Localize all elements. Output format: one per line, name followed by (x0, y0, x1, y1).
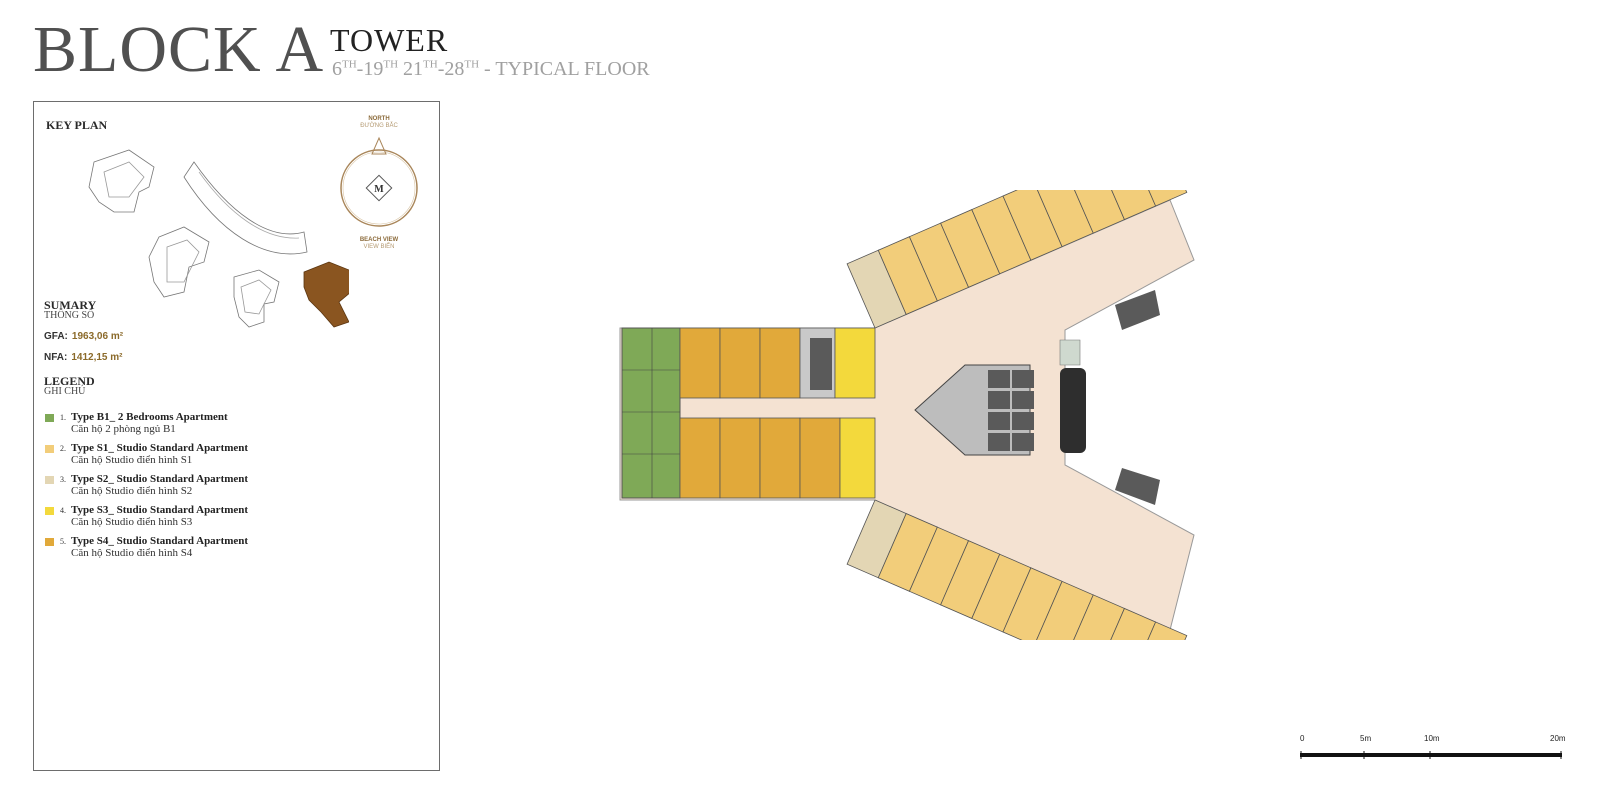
keyplan-block-detail (240, 279, 272, 315)
legend-item: 5. Type S4_ Studio Standard Apartment Că… (45, 535, 425, 565)
stair-core (810, 338, 832, 390)
legend-heading: LEGEND (44, 374, 95, 388)
legend-item: 4. Type S3_ Studio Standard Apartment Că… (45, 504, 425, 534)
summary-heading: SUMARY (44, 298, 97, 312)
unit-s1 (1064, 190, 1125, 234)
keyplan-block-detail (103, 161, 145, 198)
tower-title: TOWER (330, 22, 449, 58)
keyplan-block (88, 149, 155, 213)
scale-tick-label: 0 (1300, 734, 1305, 743)
unit-s4 (679, 327, 721, 399)
legend-swatch (45, 445, 54, 453)
keyplan-block-detail (166, 239, 200, 283)
scale-bar: 0 5m 10m 20m (1300, 734, 1570, 765)
scale-tick-label: 5m (1360, 734, 1372, 743)
compass-north-label: NORTH (368, 116, 390, 122)
summary-subheading: THÔNG SỐ (44, 310, 95, 321)
legend-item: 1. Type B1_ 2 Bedrooms Apartment Căn hộ … (45, 411, 425, 441)
south-wing-units (846, 499, 1188, 640)
elevator-shaft (988, 391, 1010, 409)
service-elevator-bank (1060, 368, 1086, 453)
legend-subheading: GHI CHÚ (44, 386, 86, 397)
compass-beach-vi-label: VIEW BIỂN (363, 244, 395, 250)
scale-bar-line (1300, 751, 1562, 759)
stair-core (1115, 468, 1160, 505)
keyplan-block (233, 269, 280, 328)
compass-icon: M (340, 136, 418, 227)
legend-swatch (45, 414, 54, 422)
unit-s3 (834, 327, 876, 399)
legend-swatch (45, 476, 54, 484)
unit-b1 (621, 327, 681, 499)
legend-item: 3. Type S2_ Studio Standard Apartment Că… (45, 473, 425, 503)
unit-s1 (1096, 190, 1157, 221)
unit-s4 (679, 417, 721, 499)
scale-tick-label: 10m (1424, 734, 1440, 743)
compass-north-vi-label: ĐƯỜNG BẮC (360, 123, 398, 129)
keyplan-curved-block (183, 161, 308, 255)
compass-beach-label: BEACH VIEW (359, 237, 399, 243)
unit-s1 (1127, 621, 1188, 640)
legend-swatch (45, 507, 54, 515)
block-title: BLOCK A (33, 13, 325, 86)
keyplan-curve-detail (198, 171, 300, 239)
keyplan-block-a-highlight (303, 261, 349, 328)
elevator-shaft (1012, 433, 1034, 451)
floor-plan (619, 190, 1195, 640)
unit-s1 (1064, 594, 1125, 640)
light-well (1059, 339, 1081, 366)
floor-subtitle: 6TH-19TH 21TH-28TH - TYPICAL FLOOR (332, 58, 650, 80)
west-wing-top-units (679, 327, 876, 399)
scale-tick-label: 20m (1550, 734, 1566, 743)
key-plan-map (88, 149, 349, 328)
unit-s4 (759, 417, 801, 499)
elevator-shaft (1012, 370, 1034, 388)
stair-core (1115, 290, 1160, 330)
gfa-stat: GFA:1963,06 m² (44, 331, 124, 342)
unit-s3 (839, 417, 876, 499)
legend-item: 2. Type S1_ Studio Standard Apartment Că… (45, 442, 425, 472)
unit-s4 (719, 327, 761, 399)
nfa-stat: NFA:1412,15 m² (44, 352, 123, 363)
key-plan-label: KEY PLAN (46, 118, 108, 132)
elevator-shaft (1012, 412, 1034, 430)
info-panel: KEY PLAN NORTH ĐƯỜNG BẮC M BEACH VIEW VI… (33, 101, 440, 771)
north-wing-units (846, 190, 1188, 329)
unit-s4 (759, 327, 801, 399)
gfa-value: 1963,06 m² (71, 331, 124, 342)
unit-s1 (1127, 190, 1188, 207)
keyplan-block (148, 226, 210, 298)
legend-swatch (45, 538, 54, 546)
elevator-bank (988, 370, 1034, 451)
elevator-shaft (988, 412, 1010, 430)
service-elevators (1060, 368, 1086, 453)
compass-center-letter: M (374, 184, 384, 195)
elevator-shaft (988, 433, 1010, 451)
elevator-shaft (988, 370, 1010, 388)
west-wing-bottom-units (679, 417, 876, 499)
nfa-value: 1412,15 m² (71, 352, 123, 363)
unit-s1 (1096, 607, 1157, 640)
elevator-shaft (1012, 391, 1034, 409)
unit-s4 (719, 417, 761, 499)
unit-s4 (799, 417, 841, 499)
